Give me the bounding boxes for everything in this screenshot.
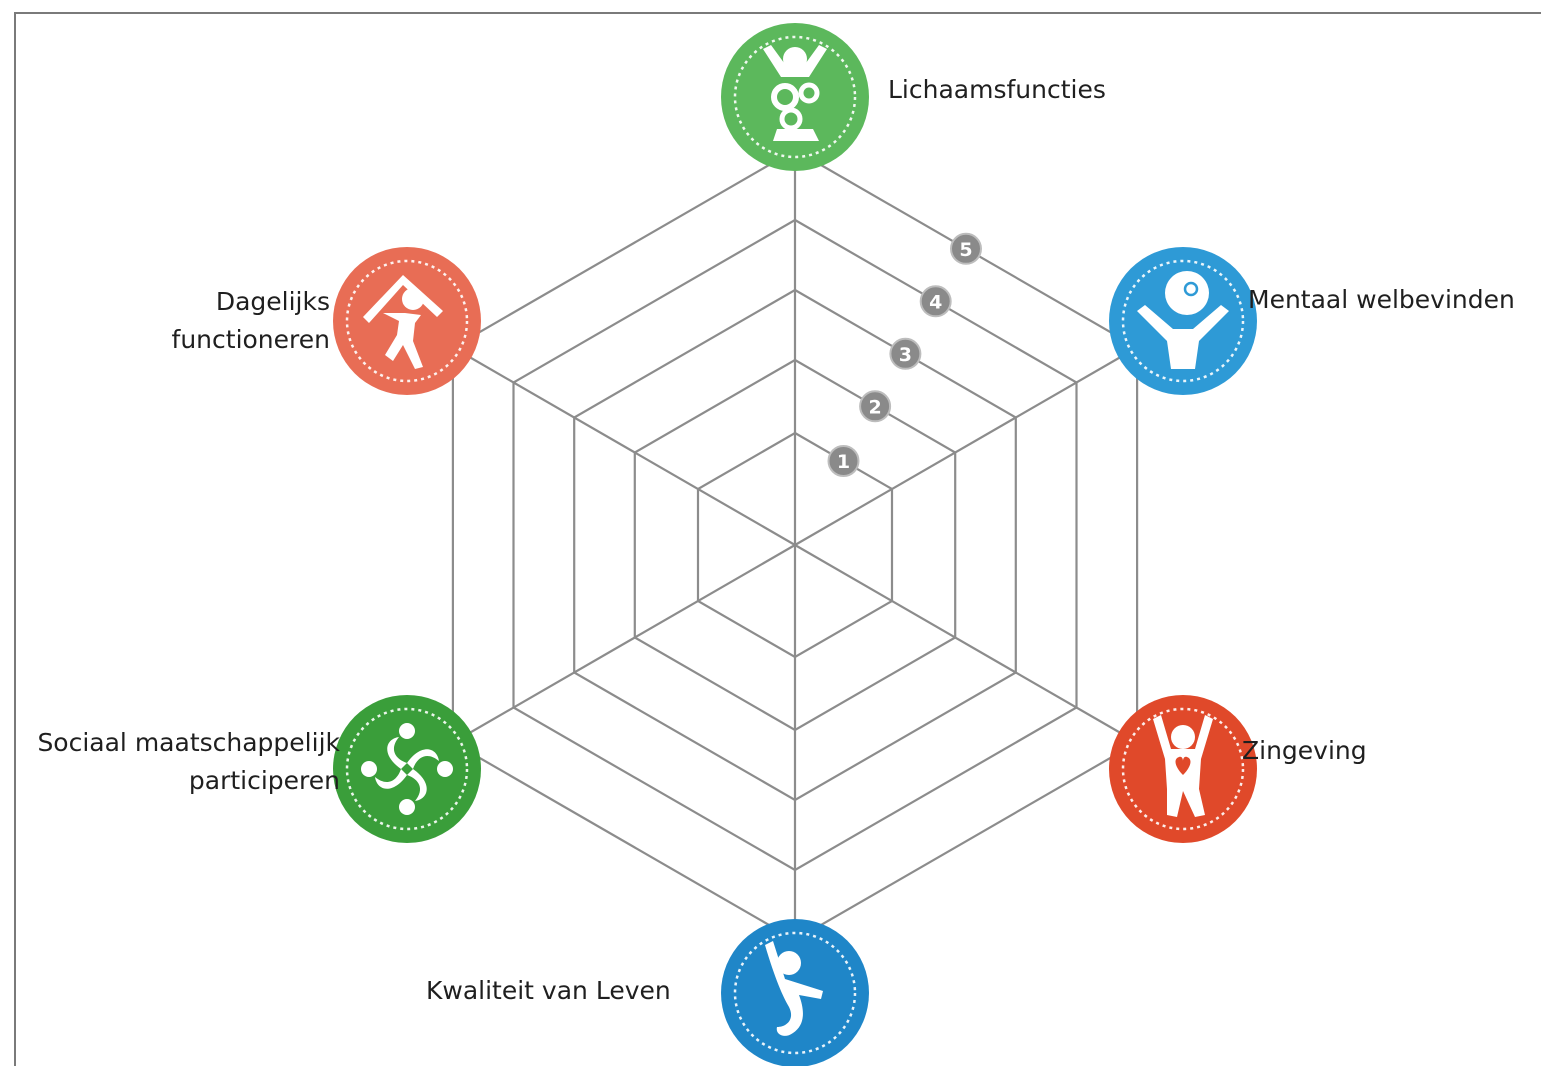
scale-marker-label: 4 [929,291,942,313]
web-spoke-mentaal-welbevinden [794,350,1132,546]
web-spoke-sociaal-maatschappelijk-participeren [458,544,796,740]
person-head-gears-icon [1137,271,1229,369]
scale-marker-2: 2 [859,390,892,423]
label-mentaal-welbevinden: Mentaal welbevinden [1248,285,1515,314]
web-spokes [458,157,1132,933]
scale-marker-label: 1 [837,451,850,473]
badge-dagelijks-functioneren [333,247,481,395]
scale-marker-1: 1 [827,445,860,477]
label-dagelijks-functioneren: Dagelijks functioneren [171,287,330,354]
scale-marker-3: 3 [889,337,922,370]
scale-marker-label: 5 [959,239,972,261]
dimension-badges [333,23,1257,1066]
scale-marker-5: 5 [950,232,982,265]
label-sociaal-maatschappelijk-participeren: Sociaal maatschappelijk participeren [37,728,340,795]
scale-marker-label: 2 [868,396,881,418]
web-spoke-dagelijks-functioneren [458,350,796,546]
badge-sociaal-maatschappelijk-participeren [333,695,481,843]
person-heart-icon [1153,715,1213,817]
badge-mentaal-welbevinden [1109,247,1257,395]
label-kwaliteit-van-leven: Kwaliteit van Leven [426,976,671,1005]
badge-zingeving [1109,695,1257,843]
badge-kwaliteit-van-leven [721,919,869,1066]
web-spoke-zingeving [794,544,1132,740]
scale-marker-4: 4 [919,285,952,318]
people-circle-icon [361,723,453,815]
person-gears-icon [763,45,827,141]
label-lichaamsfuncties: Lichaamsfuncties [888,75,1106,104]
person-jumping-icon [765,941,823,1036]
scale-marker-label: 3 [899,344,912,366]
person-house-icon [363,275,443,369]
diagram-frame [14,12,1541,1066]
label-zingeving: Zingeving [1242,736,1367,765]
scale-markers: 1 2 3 4 5 [827,232,982,477]
badge-lichaamsfuncties [721,23,869,171]
